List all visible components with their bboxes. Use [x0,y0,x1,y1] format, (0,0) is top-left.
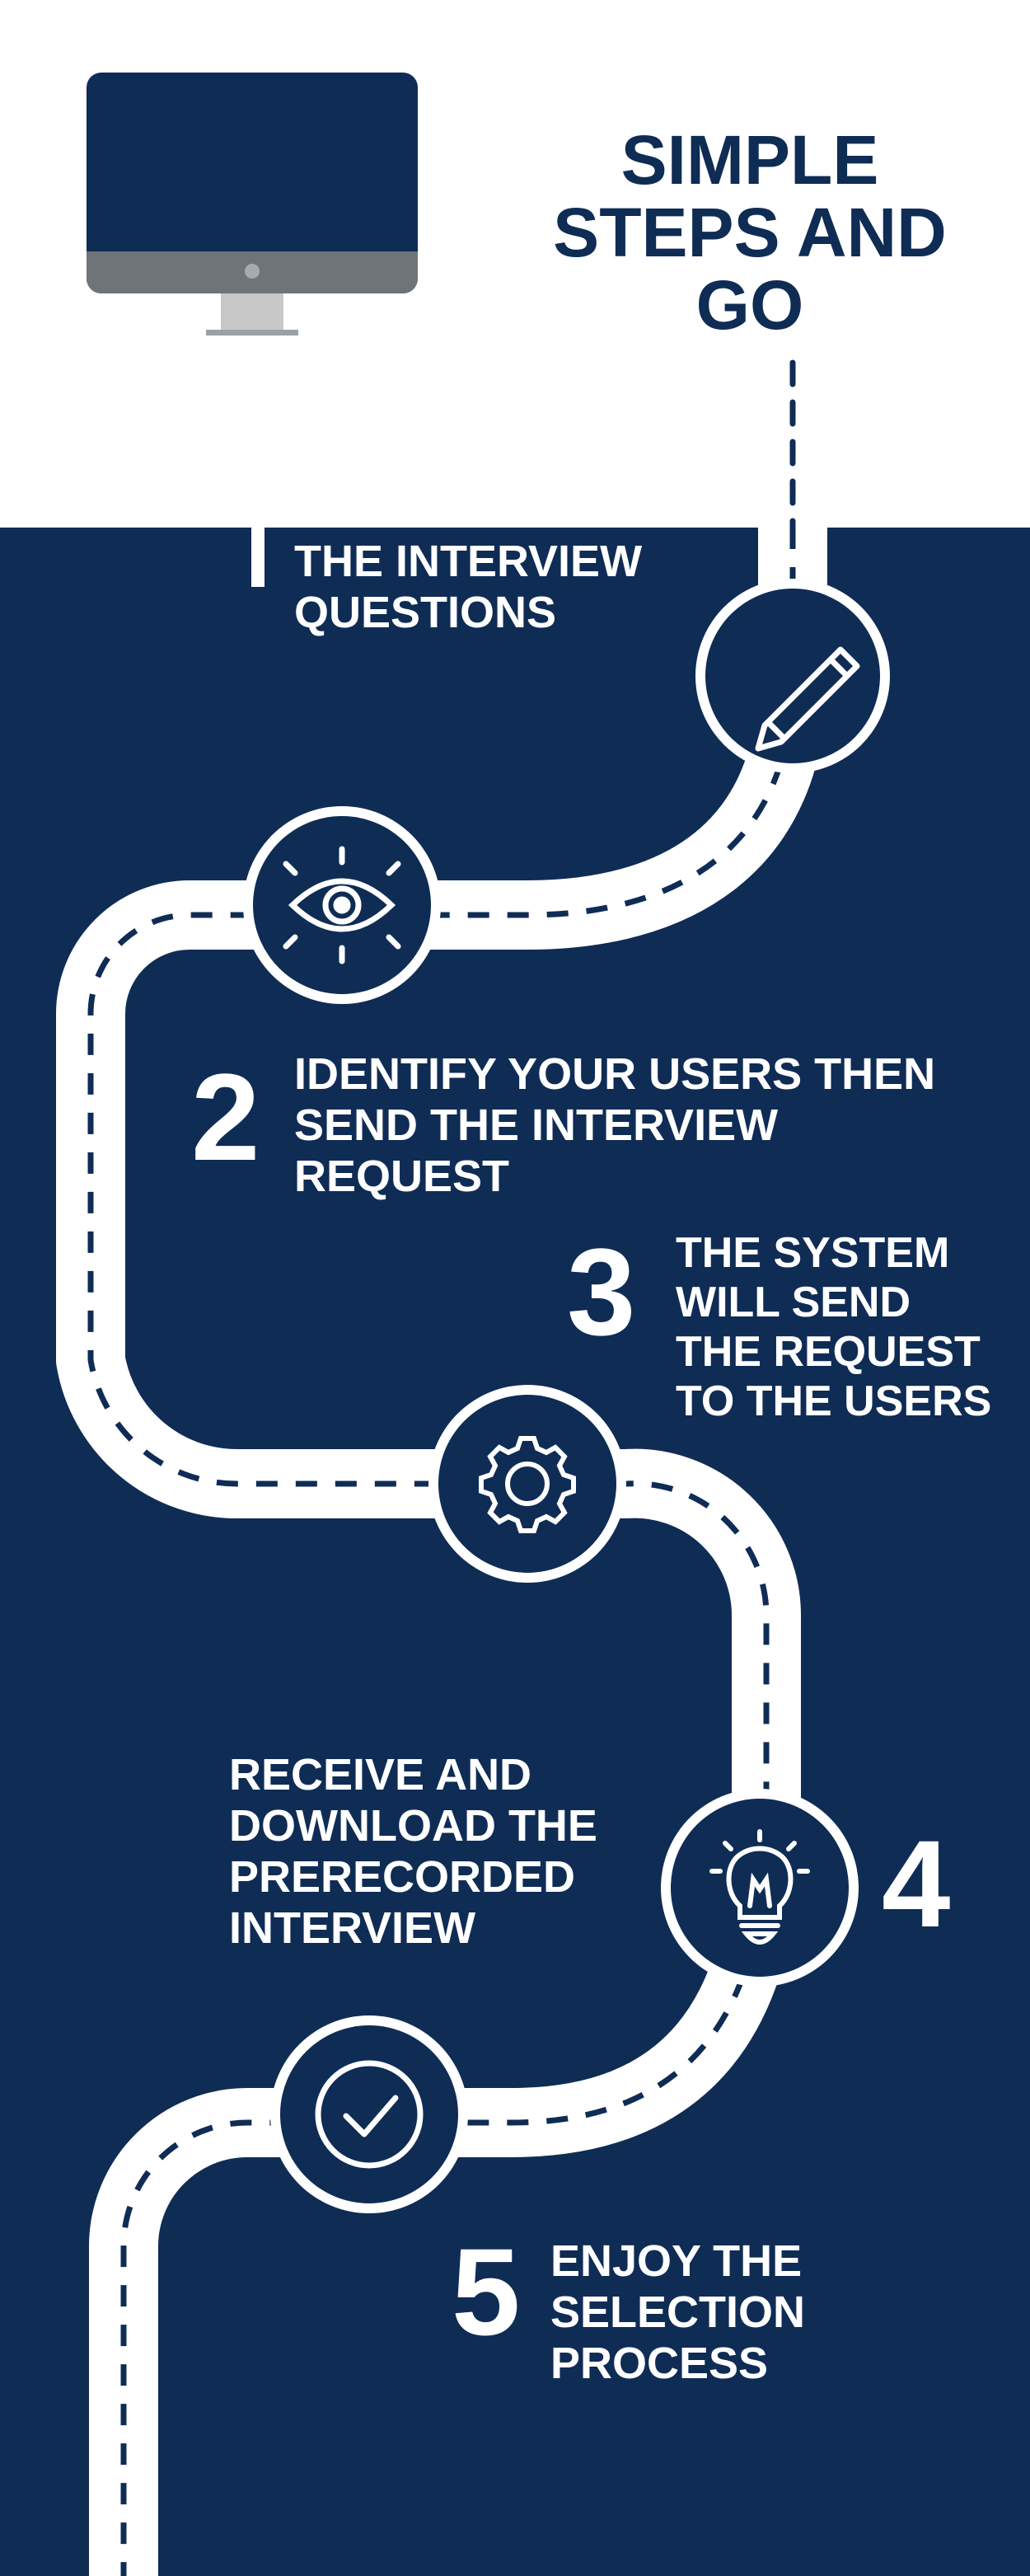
checkmark-icon [315,2060,424,2169]
step-2-text: IDENTIFY YOUR USERS THEN SEND THE INTERV… [294,1049,935,1202]
step-2-number: 2 [191,1048,260,1186]
step-text-line: TO THE USERS [676,1377,992,1425]
step-1-text: THE INTERVIEW QUESTIONS [294,536,642,638]
step-text-line: ENJOY THE [550,2236,803,2286]
step-text-line: THE INTERVIEW [294,537,643,586]
road [56,528,827,2576]
step-4-node [661,1789,859,1987]
step-text-line: THE SYSTEM [676,1229,950,1277]
step-text-line: SEND THE INTERVIEW [294,1100,779,1150]
step-1-node [695,579,890,773]
monitor-icon [87,73,418,335]
step-5-number: 5 [452,2222,521,2361]
step-text-line: PRERECORDED [229,1852,576,1902]
step-text-line: THE REQUEST [676,1328,981,1376]
divider-bar [251,528,265,587]
step-text-line: DOWNLOAD THE [229,1801,597,1851]
step-text-line: INTERVIEW [229,1903,476,1953]
eye-icon [283,846,401,964]
title-line: SIMPLE [620,121,879,199]
lightbulb-icon [709,1829,810,1945]
step-2-node [243,806,441,1004]
title-line: GO [695,266,804,344]
step-4-number: 4 [882,1814,951,1953]
pencil-icon [755,646,860,752]
title-line: STEPS AND [553,194,947,271]
step-text-line: RECEIVE AND [229,1750,532,1799]
step-3-text: THE SYSTEM WILL SEND THE REQUEST TO THE … [676,1228,991,1426]
step-4-text: RECEIVE AND DOWNLOAD THE PRERECORDED INT… [229,1749,597,1954]
step-text-line: SELECTION [550,2287,806,2337]
step-3-node [428,1385,626,1583]
step-5-node [270,2015,468,2213]
step-text-line: QUESTIONS [294,588,557,637]
step-5-text: ENJOY THE SELECTION PROCESS [550,2236,805,2389]
step-text-line: IDENTIFY YOUR USERS THEN [294,1049,936,1099]
step-3-number: 3 [567,1222,636,1361]
page-title: SIMPLE STEPS AND GO [536,124,964,341]
step-text-line: REQUEST [294,1152,510,1201]
gear-icon [479,1436,576,1533]
step-text-line: WILL SEND [676,1279,911,1326]
step-text-line: PROCESS [550,2339,769,2388]
